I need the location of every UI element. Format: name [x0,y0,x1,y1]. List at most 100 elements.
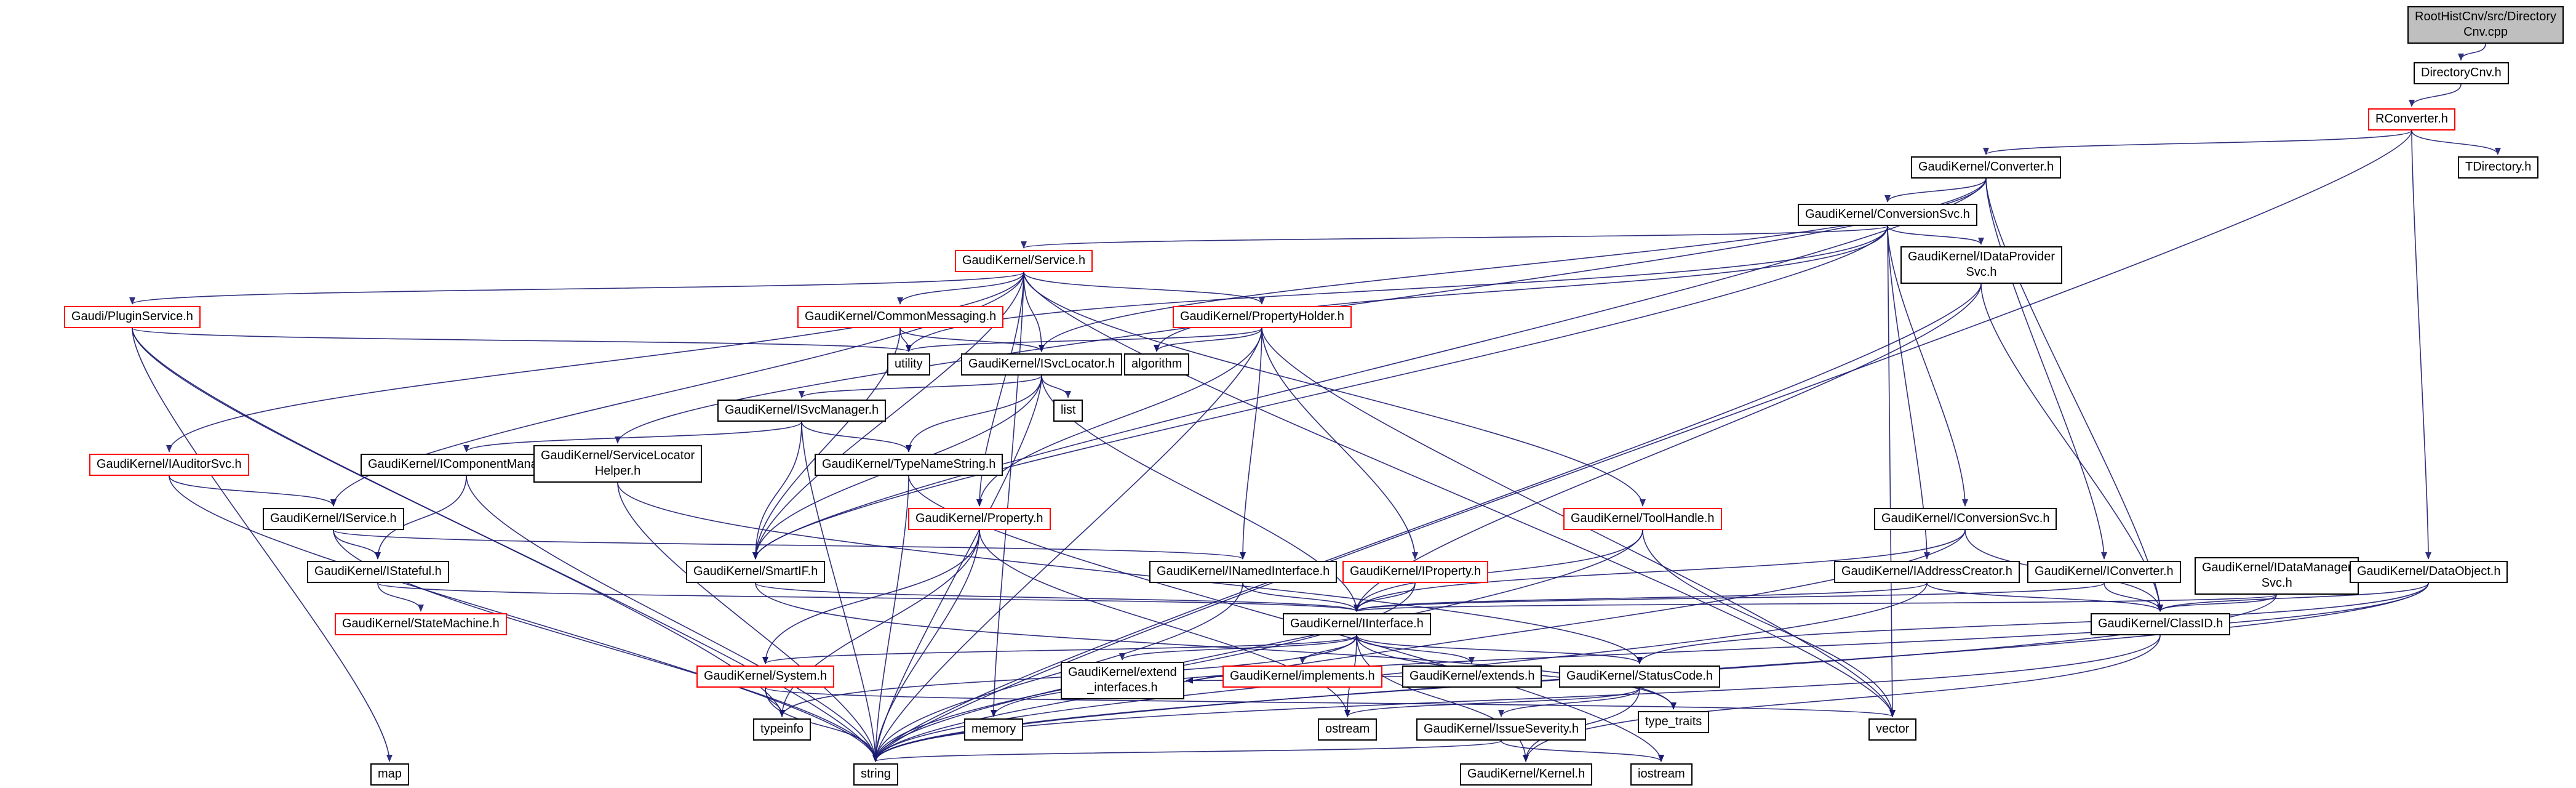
include-edge-iproperty_h--iinterface_h [1354,582,1416,612]
node-list[interactable]: list [1053,400,1083,422]
node-map[interactable]: map [370,763,409,786]
node-iauditorsvc_h[interactable]: GaudiKernel/IAuditorSvc.h [89,454,249,476]
node-iservice_h[interactable]: GaudiKernel/IService.h [263,508,404,530]
node-idataprovidersvc_h[interactable]: GaudiKernel/IDataProvider Svc.h [1900,246,2063,284]
node-isvclocator_h[interactable]: GaudiKernel/ISvcLocator.h [961,353,1122,376]
node-isvcmanager_h[interactable]: GaudiKernel/ISvcManager.h [717,400,887,422]
include-edge-toolhandle_h--vector [1642,529,1896,717]
include-edge-idataprovidersvc_h--string [872,283,1982,762]
include-edge-statuscode_h--issueseverity_h [1498,687,1640,717]
include-edge-propertyholder_h--property_h [976,328,1262,507]
include-edge-propertyholder_h--iproperty_h [1261,328,1418,560]
include-edge-iauditorsvc_h--string [169,475,879,762]
node-utility[interactable]: utility [887,353,930,376]
include-edge-issueseverity_h--string [872,740,1502,762]
node-istateful_h[interactable]: GaudiKernel/IStateful.h [307,561,449,583]
include-edge-iaddresscreator_h--classid_h [1926,582,2163,612]
include-edge-dataobject_h--statuscode_h [1637,582,2429,664]
include-edge-isvcmanager_h--smartif_h [752,421,802,560]
include-edge-service_h--iauditorsvc_h [166,271,1024,452]
node-converter_h[interactable]: GaudiKernel/Converter.h [1911,156,2062,179]
node-extend_interfaces_h[interactable]: GaudiKernel/extend _interfaces.h [1061,662,1184,699]
include-edge-rconverter_h--string [872,130,2412,762]
include-edge-iconverter_h--classid_h [2103,582,2163,612]
include-edge-toolhandle_h--string [872,529,1643,762]
node-service_h[interactable]: GaudiKernel/Service.h [955,250,1093,272]
include-edge-service_h--vector [1023,271,1896,717]
node-iostream[interactable]: iostream [1630,763,1693,786]
node-smartif_h[interactable]: GaudiKernel/SmartIF.h [686,561,826,583]
node-root[interactable]: RootHistCnv/src/Directory Cnv.cpp [2407,6,2564,44]
include-edge-root--directorycnv_h [2458,43,2486,61]
node-extends_h[interactable]: GaudiKernel/extends.h [1402,665,1542,688]
node-tdirectory_h[interactable]: TDirectory.h [2458,156,2539,179]
include-edge-conversionsvc_h--service_h [1021,225,1888,249]
node-issueseverity_h[interactable]: GaudiKernel/IssueSeverity.h [1416,718,1586,741]
include-edge-conversionsvc_h--vector [1887,225,1896,717]
node-propertyholder_h[interactable]: GaudiKernel/PropertyHolder.h [1173,306,1352,328]
include-edge-smartif_h--iinterface_h [755,582,1360,612]
include-edge-dataobject_h--classid_h [2157,582,2429,612]
node-iproperty_h[interactable]: GaudiKernel/IProperty.h [1342,561,1489,583]
node-iconversionsvc_h[interactable]: GaudiKernel/IConversionSvc.h [1874,508,2057,530]
node-rconverter_h[interactable]: RConverter.h [2368,108,2455,131]
node-type_traits[interactable]: type_traits [1638,711,1710,733]
node-string[interactable]: string [853,763,898,786]
node-idatamanagersvc_h[interactable]: GaudiKernel/IDataManager Svc.h [2195,557,2359,595]
include-edge-inamedinterface_h--iinterface_h [1242,582,1360,612]
include-edge-converter_h--conversionsvc_h [1884,178,1987,203]
include-edge-iaddresscreator_h--string [872,582,1928,762]
node-memory[interactable]: memory [964,718,1024,741]
node-directorycnv_h[interactable]: DirectoryCnv.h [2414,62,2509,84]
include-edge-issueseverity_h--iostream [1501,740,1664,762]
include-edge-property_h--string [872,529,980,762]
include-edge-service_h--property_h [976,271,1024,507]
node-iconverter_h[interactable]: GaudiKernel/IConverter.h [2027,561,2181,583]
node-inamedinterface_h[interactable]: GaudiKernel/INamedInterface.h [1149,561,1338,583]
include-edge-isvclocator_h--isvcmanager_h [799,375,1042,398]
include-edge-conversionsvc_h--iconversionsvc_h [1887,225,1968,507]
node-conversionsvc_h[interactable]: GaudiKernel/ConversionSvc.h [1798,204,1977,226]
include-edge-propertyholder_h--utility [906,328,1262,352]
node-vector[interactable]: vector [1868,718,1917,741]
include-edge-inamedinterface_h--string [872,582,1243,762]
node-typenamestring_h[interactable]: GaudiKernel/TypeNameString.h [815,454,1003,476]
node-pluginservice_h[interactable]: Gaudi/PluginService.h [64,306,201,328]
node-statemachine_h[interactable]: GaudiKernel/StateMachine.h [335,613,507,635]
include-edge-iinterface_h--implements_h [1299,635,1357,664]
include-edge-propertyholder_h--string [872,328,1262,762]
include-edge-system_h--vector [765,687,1896,717]
include-edge-iservice_h--istateful_h [333,529,381,560]
node-ostream[interactable]: ostream [1318,718,1378,741]
include-edge-service_h--memory [991,271,1024,717]
node-algorithm[interactable]: algorithm [1124,353,1190,376]
include-edge-isvcmanager_h--icomponentmanager_h [463,421,802,452]
include-edge-servicelocatorhelper_h--string [617,482,879,762]
node-servicelocatorhelper_h[interactable]: GaudiKernel/ServiceLocator Helper.h [533,445,703,483]
include-edge-rconverter_h--converter_h [1983,130,2412,155]
node-classid_h[interactable]: GaudiKernel/ClassID.h [2091,613,2231,635]
node-toolhandle_h[interactable]: GaudiKernel/ToolHandle.h [1563,508,1722,530]
include-edge-iinterface_h--statuscode_h [1356,635,1643,664]
node-iaddresscreator_h[interactable]: GaudiKernel/IAddressCreator.h [1834,561,2020,583]
include-edge-toolhandle_h--iinterface_h [1354,529,1643,612]
node-typeinfo[interactable]: typeinfo [753,718,811,741]
node-commonmessaging_h[interactable]: GaudiKernel/CommonMessaging.h [797,306,1004,328]
node-iinterface_h[interactable]: GaudiKernel/IInterface.h [1283,613,1431,635]
node-dataobject_h[interactable]: GaudiKernel/DataObject.h [2350,561,2508,583]
include-edge-implements_h--extend_interfaces_h [1186,676,1223,684]
node-kernel_h[interactable]: GaudiKernel/Kernel.h [1460,763,1593,786]
include-edge-propertyholder_h--inamedinterface_h [1240,328,1262,560]
include-edge-pluginservice_h--map [132,328,393,762]
include-edge-commonmessaging_h--utility [899,328,912,352]
node-implements_h[interactable]: GaudiKernel/implements.h [1222,665,1382,688]
node-property_h[interactable]: GaudiKernel/Property.h [908,508,1051,530]
include-edge-iservice_h--inamedinterface_h [333,529,1246,560]
include-edge-system_h--string [765,687,879,762]
node-system_h[interactable]: GaudiKernel/System.h [696,665,835,688]
include-edge-service_h--smartif_h [752,271,1024,560]
node-statuscode_h[interactable]: GaudiKernel/StatusCode.h [1559,665,1720,688]
include-edge-typenamestring_h--string [872,475,909,762]
include-edge-iinterface_h--system_h [762,635,1357,664]
